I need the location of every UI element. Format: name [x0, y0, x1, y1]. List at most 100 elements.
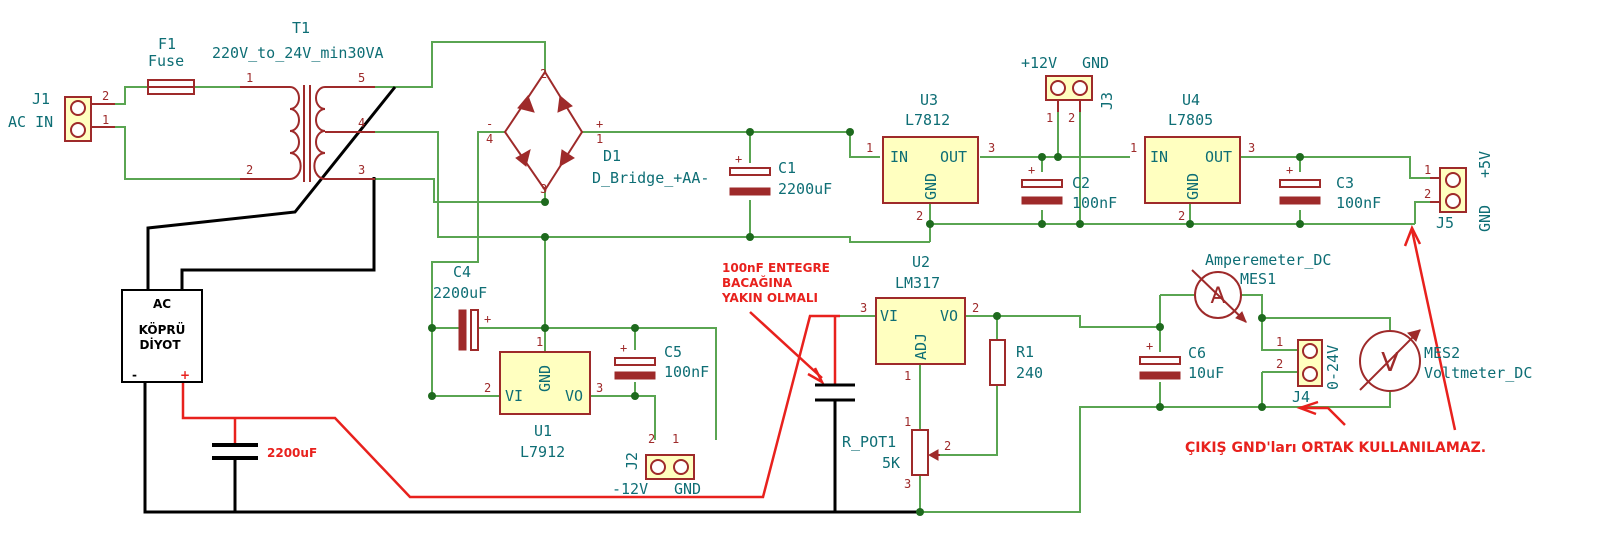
- c5-ref: C5: [664, 343, 682, 361]
- capacitor-c3: + C3 100nF: [1279, 163, 1381, 212]
- r1-ref: R1: [1016, 343, 1034, 361]
- u1-gnd: GND: [536, 365, 554, 392]
- capacitor-c2: + C2 100nF: [1021, 163, 1117, 212]
- potentiometer-rpot1: 2 1 3 R_POT1 5K: [842, 415, 951, 491]
- mes1-symbol: A: [1210, 284, 1225, 309]
- t1-ref: T1: [292, 19, 310, 37]
- f1-ref: F1: [158, 35, 176, 53]
- u3-pin3: 3: [988, 141, 995, 155]
- j3-label-right: GND: [1082, 54, 1109, 72]
- j3-label-left: +12V: [1021, 54, 1057, 72]
- bridge-box-line1: AC: [153, 297, 171, 311]
- c6-value: 10uF: [1188, 364, 1224, 382]
- c4-ref: C4: [453, 263, 471, 281]
- c1-plus: +: [735, 152, 742, 166]
- note-gnd: ÇIKIŞ GND'ları ORTAK KULLANILAMAZ.: [1185, 440, 1486, 456]
- c3-plus: +: [1286, 163, 1293, 177]
- j5-label-top: +5V: [1476, 151, 1494, 178]
- c3-ref: C3: [1336, 174, 1354, 192]
- capacitor-c1: + C1 2200uF: [729, 152, 832, 198]
- added-black-wires: [143, 86, 920, 514]
- c5-plus: +: [620, 341, 627, 355]
- u2-pin1: 1: [904, 369, 911, 383]
- c6-plus: +: [1146, 339, 1153, 353]
- d1-minus: -: [486, 117, 493, 131]
- c4-value: 2200uF: [433, 284, 487, 302]
- u3-value: L7812: [905, 111, 950, 129]
- u2-pin3: 3: [860, 301, 867, 315]
- u3-in: IN: [890, 148, 908, 166]
- c2-value: 100nF: [1072, 194, 1117, 212]
- j4-value: 0-24V: [1324, 345, 1342, 390]
- t1-pin4: 4: [358, 116, 365, 130]
- t1-pin3: 3: [358, 163, 365, 177]
- t1-value: 220V_to_24V_min30VA: [212, 44, 384, 62]
- u1-vo: VO: [565, 387, 583, 405]
- j3-pin2: 2: [1068, 111, 1075, 125]
- j5-pin2: 2: [1424, 187, 1431, 201]
- capacitor-c6: + C6 10uF: [1139, 339, 1224, 382]
- voltmeter-mes2: V MES2 Voltmeter_DC: [1359, 329, 1532, 392]
- u1-vi: VI: [505, 387, 523, 405]
- mes1-ref: MES1: [1240, 270, 1276, 288]
- u3-ref: U3: [920, 91, 938, 109]
- note-cap-line1: 100nF ENTEGRE: [722, 261, 830, 275]
- j1-pin1: 1: [102, 113, 109, 127]
- j5-pin1: 1: [1424, 163, 1431, 177]
- d1-pin2: 2: [540, 67, 547, 81]
- u4-pin2: 2: [1178, 209, 1185, 223]
- u3-pin2: 2: [916, 209, 923, 223]
- u3-pin1: 1: [866, 141, 873, 155]
- j1-pin2: 2: [102, 89, 109, 103]
- red-annotations: 100nF ENTEGRE BACAĞINA YAKIN OLMALI ÇIKI…: [721, 261, 1486, 456]
- rpot1-ref: R_POT1: [842, 433, 896, 451]
- u1-pin2: 2: [484, 381, 491, 395]
- j5-label-bottom: GND: [1476, 205, 1494, 232]
- j1-value: AC IN: [8, 113, 53, 131]
- junction-dots: [428, 128, 1304, 516]
- transformer-t1: T1 220V_to_24V_min30VA 1 2 5 4 3: [212, 19, 384, 182]
- u2-vo: VO: [940, 307, 958, 325]
- d1-pin4: 4: [486, 132, 493, 146]
- mes2-symbol: V: [1381, 348, 1399, 378]
- u1-pin1: 1: [536, 335, 543, 349]
- rpot1-pin2: 2: [944, 439, 951, 453]
- u4-pin1: 1: [1130, 141, 1137, 155]
- c4-plus: +: [484, 312, 491, 326]
- added-cap-label: 2200uF: [267, 446, 317, 460]
- t1-pin1: 1: [246, 71, 253, 85]
- added-capacitor-100nF: [815, 383, 855, 402]
- u1-ref: U1: [534, 422, 552, 440]
- mes2-ref: MES2: [1424, 344, 1460, 362]
- j4-pin1: 1: [1276, 335, 1283, 349]
- capacitor-c5: + C5 100nF: [614, 341, 709, 381]
- regulator-u4: IN OUT GND 1 3 2 U4 L7805: [1130, 91, 1255, 223]
- j1-ref: J1: [32, 90, 50, 108]
- bridge-box-minus: -: [132, 368, 137, 382]
- j2-label-left: -12V: [612, 480, 648, 498]
- u2-vi: VI: [880, 307, 898, 325]
- mes2-value: Voltmeter_DC: [1424, 364, 1532, 382]
- j2-ref: J2: [623, 452, 641, 470]
- u2-pin2: 2: [972, 301, 979, 315]
- added-capacitor-2200uF: 2200uF: [212, 443, 317, 460]
- u4-ref: U4: [1182, 91, 1200, 109]
- c1-ref: C1: [778, 159, 796, 177]
- rpot1-pin1: 1: [904, 415, 911, 429]
- j4-ref: J4: [1292, 388, 1310, 406]
- c1-value: 2200uF: [778, 180, 832, 198]
- j5-ref: J5: [1436, 214, 1454, 232]
- bridge-rectifier-d1: 2 3 4 1 + - D1 D_Bridge_+AA-: [486, 67, 709, 196]
- u2-ref: U2: [912, 253, 930, 271]
- d1-value: D_Bridge_+AA-: [592, 169, 709, 187]
- d1-pin1: 1: [596, 132, 603, 146]
- d1-pin3: 3: [540, 182, 547, 196]
- connector-j5: 1 2 +5V GND J5: [1424, 151, 1494, 232]
- j3-pin1: 1: [1046, 111, 1053, 125]
- u2-value: LM317: [895, 274, 940, 292]
- c3-value: 100nF: [1336, 194, 1381, 212]
- u1-value: L7912: [520, 443, 565, 461]
- c6-ref: C6: [1188, 344, 1206, 362]
